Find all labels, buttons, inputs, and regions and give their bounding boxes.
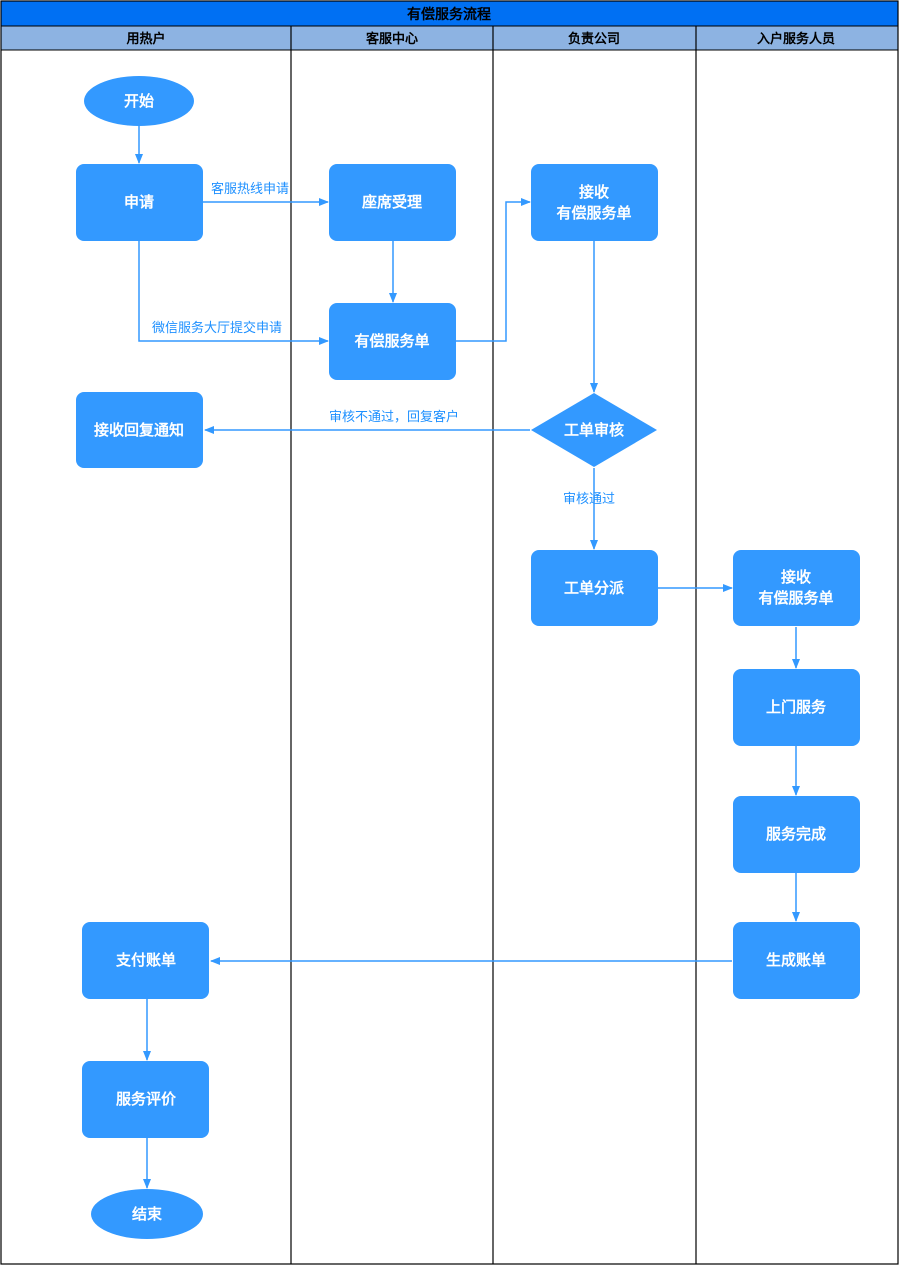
node-start: 开始 — [84, 76, 194, 126]
node-receive-company-line1: 接收 — [579, 183, 609, 201]
node-dispatch-label: 工单分派 — [564, 579, 625, 597]
edge-label-pass: 审核通过 — [563, 492, 615, 507]
node-pay-bill-label: 支付账单 — [115, 951, 176, 969]
node-receive-notice: 接收回复通知 — [76, 392, 203, 468]
node-pay-bill: 支付账单 — [82, 922, 209, 999]
lane-headers: 用热户 客服中心 负责公司 入户服务人员 — [0, 25, 899, 51]
node-seat-accept: 座席受理 — [329, 164, 456, 241]
node-apply: 申请 — [76, 164, 203, 241]
edge-labels: 客服热线申请 微信服务大厅提交申请 审核不通过，回复客户 审核通过 — [152, 181, 615, 507]
edge-apply-order — [138, 241, 329, 345]
diagram-title: 有偿服务流程 — [407, 6, 491, 23]
edge-label-hotline: 客服热线申请 — [211, 181, 289, 197]
node-review-label: 工单审核 — [564, 421, 624, 439]
node-end-label: 结束 — [132, 1205, 163, 1223]
node-receive-staff: 接收 有偿服务单 — [733, 550, 860, 626]
node-seat-accept-label: 座席受理 — [361, 193, 422, 211]
lane-header-service-center: 客服中心 — [366, 31, 418, 47]
node-receive-company-line2: 有偿服务单 — [556, 204, 631, 222]
node-receive-company: 接收 有偿服务单 — [531, 164, 658, 241]
lane-header-bg — [0, 25, 899, 51]
node-end: 结束 — [91, 1189, 203, 1239]
title-bar — [0, 0, 899, 27]
nodes: 开始 申请 座席受理 有偿服务单 接收 有偿服务单 工单审核 接收回复通知 — [76, 76, 860, 1239]
node-complete: 服务完成 — [733, 796, 860, 873]
node-complete-label: 服务完成 — [766, 825, 826, 843]
node-paid-order: 有偿服务单 — [329, 303, 456, 380]
node-review: 工单审核 — [531, 393, 657, 467]
node-start-label: 开始 — [124, 92, 154, 110]
node-onsite: 上门服务 — [733, 669, 860, 746]
node-gen-bill: 生成账单 — [733, 922, 860, 999]
node-dispatch: 工单分派 — [531, 550, 658, 626]
lane-header-company: 负责公司 — [568, 31, 620, 47]
node-onsite-label: 上门服务 — [766, 698, 827, 716]
edge-label-reject: 审核不通过，回复客户 — [329, 409, 459, 425]
node-gen-bill-label: 生成账单 — [766, 951, 826, 969]
node-apply-label: 申请 — [124, 193, 154, 211]
lane-header-staff: 入户服务人员 — [757, 31, 835, 47]
node-evaluate-label: 服务评价 — [116, 1090, 177, 1108]
lane-header-customer: 用热户 — [125, 31, 165, 47]
node-paid-order-label: 有偿服务单 — [354, 332, 429, 350]
edge-order-company — [456, 198, 531, 342]
connectors — [135, 126, 800, 1189]
node-receive-staff-line1: 接收 — [781, 568, 811, 586]
node-receive-notice-label: 接收回复通知 — [94, 421, 184, 439]
node-evaluate: 服务评价 — [82, 1061, 209, 1138]
node-receive-staff-line2: 有偿服务单 — [758, 589, 833, 607]
edge-label-wechat: 微信服务大厅提交申请 — [152, 320, 282, 336]
